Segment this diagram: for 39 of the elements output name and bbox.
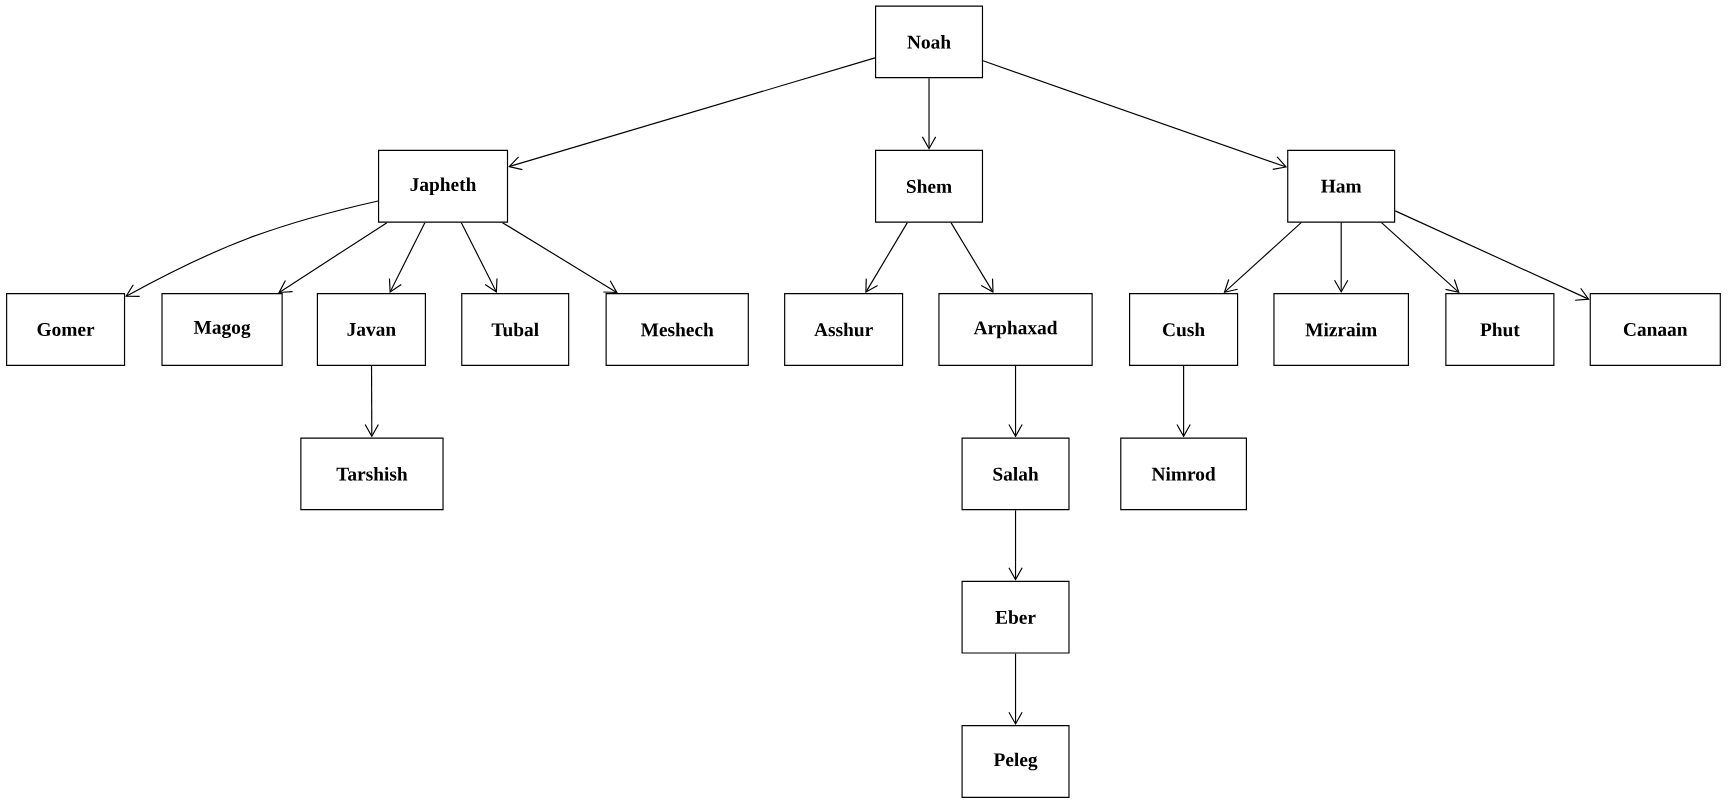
name-box: Mizraim	[1273, 293, 1409, 367]
name-box: Tubal	[461, 293, 570, 367]
name-box: Gomer	[6, 293, 126, 367]
arrow	[1176, 365, 1191, 438]
arrow	[278, 222, 388, 294]
name-box: Nimrod	[1120, 437, 1247, 511]
arrow	[1008, 653, 1023, 726]
name-box: Salah	[961, 437, 1070, 511]
arrow	[508, 57, 876, 171]
arrow	[1008, 509, 1023, 581]
arrow	[865, 222, 908, 294]
name-box: Javan	[316, 293, 426, 367]
arrow	[1394, 210, 1590, 302]
arrow	[501, 222, 618, 294]
name-box: Tarshish	[300, 437, 444, 511]
name-box: Arphaxad	[938, 293, 1093, 367]
arrow	[950, 222, 994, 294]
arrow	[460, 222, 498, 294]
name-box: Canaan	[1589, 293, 1721, 367]
arrow	[1334, 222, 1349, 294]
name-box: Japheth	[378, 150, 509, 223]
arrow	[1380, 222, 1460, 294]
name-box: Magog	[161, 293, 283, 367]
arrow	[1008, 365, 1023, 438]
name-box: Meshech	[605, 293, 749, 367]
name-box: Phut	[1445, 293, 1555, 367]
arrow	[364, 365, 379, 438]
arrow	[982, 60, 1288, 171]
name-box: Asshur	[784, 293, 904, 367]
name-box: Peleg	[961, 725, 1070, 799]
name-box: Shem	[875, 150, 984, 223]
arrow	[388, 222, 426, 294]
name-box: Ham	[1287, 150, 1396, 223]
arrow	[125, 200, 379, 298]
name-box: Noah	[875, 5, 984, 79]
arrow	[921, 77, 937, 151]
name-box: Eber	[961, 580, 1070, 654]
arrow	[1223, 222, 1302, 294]
name-box: Cush	[1129, 293, 1239, 367]
